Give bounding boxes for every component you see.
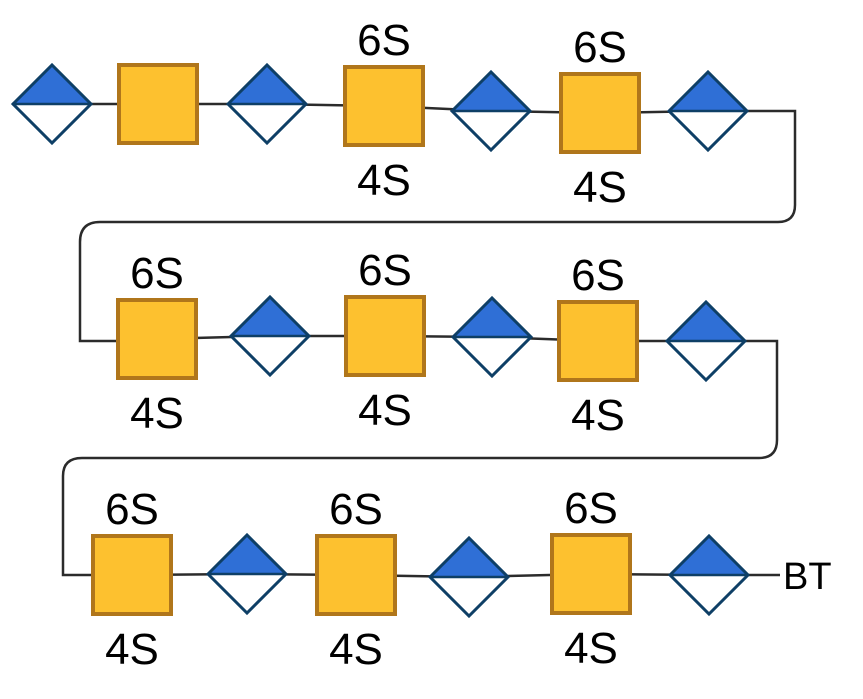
biotin-end-label: BT [783,556,832,598]
sulfation-bottom-label: 4S [571,391,625,440]
yellow-square-icon [559,72,641,154]
yellow-square-icon [557,300,639,382]
blue-white-diamond-icon [225,62,309,146]
sulfation-bottom-label: 4S [329,625,383,674]
sulfation-bottom-label: 4S [573,163,627,212]
sulfation-top-label: 6S [329,485,383,534]
yellow-square-icon [117,63,199,145]
blue-white-diamond-icon [427,535,511,619]
chain-bond-return [78,109,797,343]
chain-nodes [10,62,751,619]
sulfation-bottom-label: 4S [130,389,184,438]
yellow-square-icon [315,534,397,616]
blue-white-diamond-icon [450,295,534,379]
blue-white-diamond-icon [10,62,94,146]
sulfation-bottom-label: 4S [357,156,411,205]
sulfation-bottom-label: 4S [358,386,412,435]
sulfation-top-label: 6S [357,16,411,65]
sulfation-top-label: 6S [564,484,618,533]
sulfation-bottom-label: 4S [564,624,618,673]
blue-white-diamond-icon [664,299,748,383]
yellow-square-icon [550,533,632,615]
sulfation-top-label: 6S [358,246,412,295]
yellow-square-icon [344,295,426,377]
blue-white-diamond-icon [228,294,312,378]
sulfation-top-label: 6S [573,23,627,72]
yellow-square-icon [91,534,173,616]
chain-labels: 6S 4S 6S 4S 6S 4S 6S 4S 6S 4S 6S 4S 6S 4S 6S 4S BT [105,16,831,674]
blue-white-diamond-icon [449,69,533,153]
blue-white-diamond-icon [205,532,289,616]
blue-white-diamond-icon [666,69,750,153]
sulfation-top-label: 6S [105,485,159,534]
sulfation-top-label: 6S [130,249,184,298]
sulfation-top-label: 6S [571,251,625,300]
yellow-square-icon [116,298,198,380]
blue-white-diamond-icon [667,533,751,617]
sulfation-bottom-label: 4S [105,625,159,674]
yellow-square-icon [343,65,425,147]
chain-bond-return [61,339,779,577]
